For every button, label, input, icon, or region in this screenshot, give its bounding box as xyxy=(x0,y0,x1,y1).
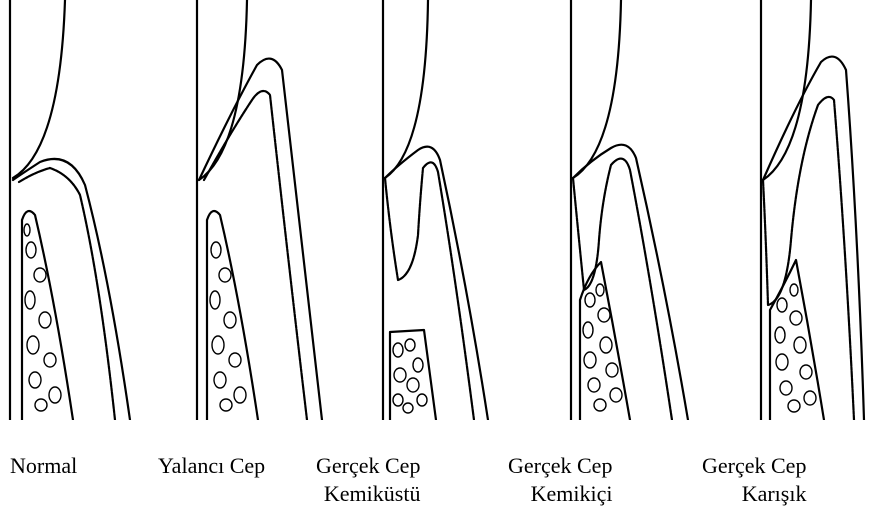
caption-label: Gerçek Cep xyxy=(316,452,420,480)
caption-normal: Normal xyxy=(10,452,77,480)
gingiva-outer-line xyxy=(763,57,864,420)
panel-gercek-cep-kemikustu xyxy=(378,0,553,420)
normal-drawing xyxy=(5,0,180,420)
caption-yalanci-cep: Yalancı Cep xyxy=(158,452,265,480)
gingiva-outer-line xyxy=(199,59,322,420)
kemikici-drawing xyxy=(566,0,741,420)
bone-trabeculae xyxy=(210,242,246,411)
caption-label: Gerçek Cep xyxy=(508,452,612,480)
caption-label: Normal xyxy=(10,452,77,480)
enamel-crown-curve xyxy=(13,0,65,178)
caption-sublabel: Karışık xyxy=(702,480,806,508)
caption-sublabel: Kemikiçi xyxy=(508,480,612,508)
enamel-crown-curve xyxy=(199,0,247,180)
caption-gercek-cep-kemikustu: Gerçek Cep Kemiküstü xyxy=(316,452,420,508)
panel-gercek-cep-karisik xyxy=(756,0,871,420)
gingiva-outer-line xyxy=(385,147,488,420)
pocket-epithelium xyxy=(763,97,854,420)
enamel-crown-curve xyxy=(385,0,428,178)
karisik-drawing xyxy=(756,0,871,420)
caption-label: Yalancı Cep xyxy=(158,452,265,480)
caption-gercek-cep-kemikici: Gerçek Cep Kemikiçi xyxy=(508,452,612,508)
kemikustu-drawing xyxy=(378,0,553,420)
panel-normal xyxy=(5,0,180,420)
caption-label: Gerçek Cep xyxy=(702,452,806,480)
caption-sublabel: Kemiküstü xyxy=(316,480,420,508)
bone-trabeculae xyxy=(775,284,816,412)
gingiva-outer-line xyxy=(13,159,130,420)
yalanci-cep-drawing xyxy=(192,0,367,420)
panel-yalanci-cep xyxy=(192,0,367,420)
bone-trabeculae xyxy=(393,339,427,413)
panel-gercek-cep-kemikici xyxy=(566,0,741,420)
enamel-crown-curve xyxy=(573,0,621,178)
caption-gercek-cep-karisik: Gerçek Cep Karışık xyxy=(702,452,806,508)
